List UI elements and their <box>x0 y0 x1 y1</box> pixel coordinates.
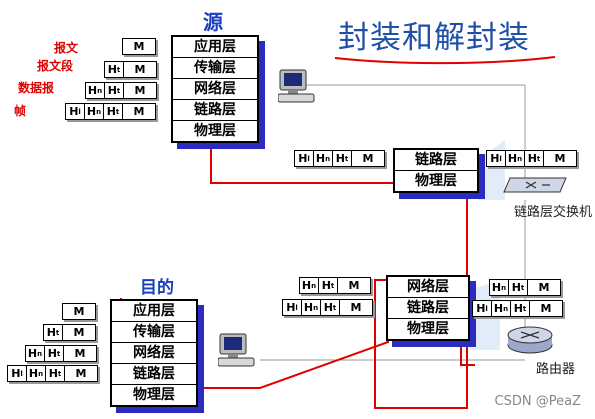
message-cell: M <box>527 279 561 296</box>
message-cell: M <box>339 299 373 316</box>
switch-layer-link: 链路层 <box>395 150 477 171</box>
message-cell: M <box>123 61 157 78</box>
message-cell: M <box>122 103 156 120</box>
pdu-label-segment: 报文段 <box>37 59 74 73</box>
source-label: 源 <box>203 10 223 34</box>
source-layer-physical: 物理层 <box>194 123 236 139</box>
router-layer-physical: 物理层 <box>407 321 449 337</box>
router-label: 路由器 <box>536 362 576 377</box>
source-stack: 应用层 传输层 网络层 链路层 物理层 <box>171 35 259 143</box>
switch-label: 链路层交换机 <box>514 205 593 220</box>
message-cell: M <box>123 82 157 99</box>
dest-computer-icon <box>217 332 258 376</box>
message-cell: M <box>337 277 371 294</box>
router-layer-network: 网络层 <box>388 277 468 298</box>
message-cell: M <box>529 300 563 317</box>
switch-icon <box>502 176 572 202</box>
pdu-label-frame: 帧 <box>14 104 27 118</box>
dest-layer-transport: 传输层 <box>112 322 196 343</box>
message-cell: M <box>62 303 96 320</box>
message-cell: M <box>122 38 156 55</box>
src-packet-message: M <box>122 38 156 55</box>
dest-layer-network: 网络层 <box>112 343 196 364</box>
router-stack: 网络层 链路层 物理层 <box>386 275 470 341</box>
source-layer-transport: 传输层 <box>173 58 257 79</box>
dst-packet-message: M <box>62 303 96 320</box>
source-layer-application: 应用层 <box>173 37 257 58</box>
message-cell: M <box>543 150 577 167</box>
source-layer-network: 网络层 <box>173 79 257 100</box>
dest-layer-physical: 物理层 <box>133 387 175 403</box>
message-cell: M <box>62 324 96 341</box>
router-layer-link: 链路层 <box>388 298 468 319</box>
router-icon <box>505 323 555 359</box>
page-title: 封装和解封装 <box>338 20 530 56</box>
title-underline <box>334 56 556 65</box>
dest-layer-link: 链路层 <box>112 364 196 385</box>
watermark: CSDN @PeaZ <box>494 394 581 409</box>
switch-layer-physical: 物理层 <box>415 173 457 189</box>
pdu-label-message: 报文 <box>54 41 79 55</box>
message-cell: M <box>63 345 97 362</box>
source-layer-link: 链路层 <box>173 100 257 121</box>
dest-layer-application: 应用层 <box>112 301 196 322</box>
dest-stack: 应用层 传输层 网络层 链路层 物理层 <box>110 299 198 407</box>
dest-label: 目的 <box>140 278 174 298</box>
source-computer-icon <box>277 68 318 112</box>
switch-stack: 链路层 物理层 <box>393 148 479 193</box>
pdu-label-datagram: 数据报 <box>18 81 55 95</box>
message-cell: M <box>64 365 98 382</box>
switch-beam <box>478 140 505 200</box>
message-cell: M <box>351 150 385 167</box>
